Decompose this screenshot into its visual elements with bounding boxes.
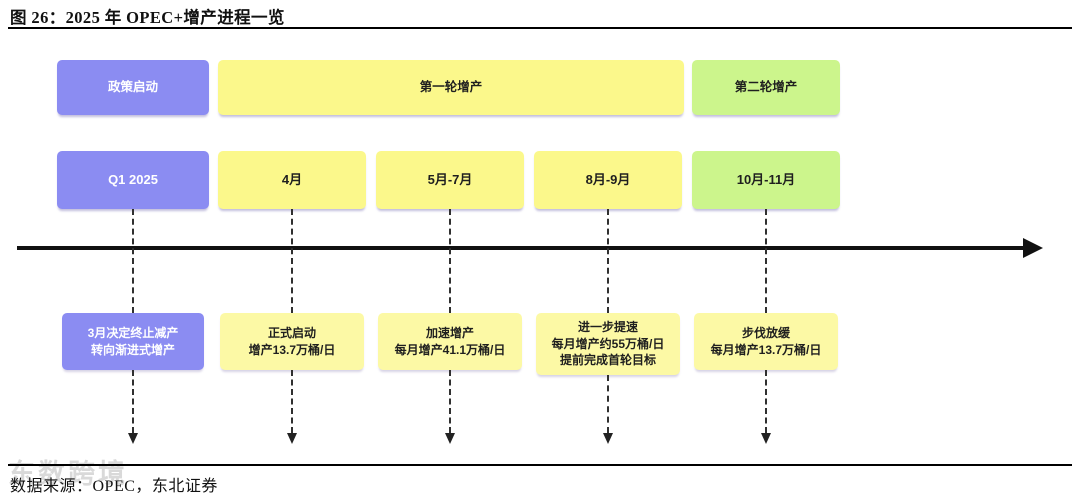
detail-box-line-4-0: 步伐放缓 <box>741 325 790 340</box>
detail-box-line-2-0: 加速增产 <box>425 325 474 340</box>
title-divider <box>8 27 1072 29</box>
connector-arrow-icon-1 <box>287 433 297 444</box>
source-note: 数据来源：OPEC，东北证券 <box>10 478 218 495</box>
detail-box-line-3-1: 每月增产约55万桶/日 <box>551 336 665 351</box>
period-box-label-2: 5月-7月 <box>427 172 473 188</box>
connector-lower-3 <box>607 375 609 433</box>
detail-box-label-1: 正式启动增产13.7万桶/日 <box>249 325 336 358</box>
timeline-axis-line <box>17 246 1025 250</box>
period-box-3[interactable]: 8月-9月 <box>534 151 682 209</box>
footer-divider <box>8 464 1072 466</box>
detail-box-line-3-2: 提前完成首轮目标 <box>559 353 656 368</box>
detail-box-label-3: 进一步提速每月增产约55万桶/日提前完成首轮目标 <box>552 319 665 369</box>
period-box-1[interactable]: 4月 <box>218 151 366 209</box>
connector-arrow-icon-0 <box>128 433 138 444</box>
connector-upper-3 <box>607 209 609 313</box>
connector-upper-4 <box>765 209 767 313</box>
period-box-4[interactable]: 10月-11月 <box>692 151 840 209</box>
period-box-label-3: 8月-9月 <box>585 172 631 188</box>
timeline-arrow-icon <box>1023 238 1043 258</box>
detail-box-label-0: 3月决定终止减产转向渐进式增产 <box>88 325 179 358</box>
detail-box-line-0-1: 转向渐进式增产 <box>90 342 175 357</box>
period-box-label-4: 10月-11月 <box>736 172 796 188</box>
period-box-label-0: Q1 2025 <box>108 172 158 188</box>
connector-arrow-icon-4 <box>761 433 771 444</box>
detail-box-2[interactable]: 加速增产每月增产41.1万桶/日 <box>378 313 522 370</box>
detail-box-line-1-0: 正式启动 <box>267 325 316 340</box>
connector-arrow-icon-2 <box>445 433 455 444</box>
page-title: 图 26：2025 年 OPEC+增产进程一览 <box>10 8 285 27</box>
detail-box-line-3-0: 进一步提速 <box>577 320 638 335</box>
connector-upper-2 <box>449 209 451 313</box>
detail-box-line-2-1: 每月增产41.1万桶/日 <box>394 342 506 357</box>
connector-upper-1 <box>291 209 293 313</box>
detail-box-4[interactable]: 步伐放缓每月增产13.7万桶/日 <box>694 313 838 370</box>
phase-box-2[interactable]: 第二轮增产 <box>692 60 840 115</box>
connector-arrow-icon-3 <box>603 433 613 444</box>
detail-box-label-2: 加速增产每月增产41.1万桶/日 <box>395 325 506 358</box>
phase-box-label-0: 政策启动 <box>107 79 158 94</box>
phase-box-label-1: 第一轮增产 <box>419 79 483 94</box>
phase-box-label-2: 第二轮增产 <box>734 79 798 94</box>
detail-box-1[interactable]: 正式启动增产13.7万桶/日 <box>220 313 364 370</box>
detail-box-line-1-1: 增产13.7万桶/日 <box>248 342 336 357</box>
detail-box-line-0-0: 3月决定终止减产 <box>87 325 179 340</box>
connector-lower-2 <box>449 370 451 433</box>
figure-title-bar: 图 26：2025 年 OPEC+增产进程一览 <box>0 0 1080 31</box>
phase-box-1[interactable]: 第一轮增产 <box>218 60 684 115</box>
period-box-2[interactable]: 5月-7月 <box>376 151 524 209</box>
detail-box-label-4: 步伐放缓每月增产13.7万桶/日 <box>711 325 822 358</box>
connector-lower-1 <box>291 370 293 433</box>
phase-box-0[interactable]: 政策启动 <box>57 60 209 115</box>
period-box-label-1: 4月 <box>281 172 303 188</box>
detail-box-3[interactable]: 进一步提速每月增产约55万桶/日提前完成首轮目标 <box>536 313 680 375</box>
connector-lower-0 <box>132 370 134 433</box>
period-box-0[interactable]: Q1 2025 <box>57 151 209 209</box>
connector-lower-4 <box>765 370 767 433</box>
detail-box-0[interactable]: 3月决定终止减产转向渐进式增产 <box>62 313 204 370</box>
detail-box-line-4-1: 每月增产13.7万桶/日 <box>710 342 822 357</box>
connector-upper-0 <box>132 209 134 313</box>
